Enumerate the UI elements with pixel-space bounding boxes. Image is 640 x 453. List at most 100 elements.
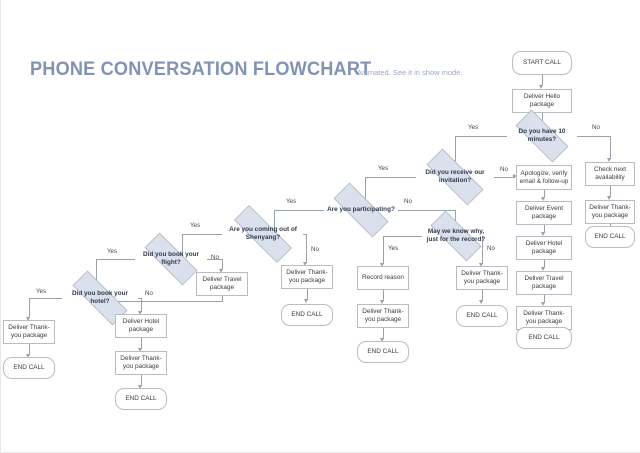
arrow-hotel-yes (26, 317, 31, 321)
decision-ten-minutes[interactable]: Do you have 10 minutes? (505, 109, 579, 163)
edge-travel-left-back (96, 301, 222, 302)
node-deliver-hotel-left[interactable]: Deliver Hotel package (115, 314, 167, 338)
edge-flight-no-v (222, 259, 223, 270)
page-subtitle: Animated. See it in show mode. (357, 68, 463, 77)
edge-check-to-thanks (610, 186, 611, 197)
edge-label-flight-yes: Yes (107, 248, 118, 255)
edge-tenmin-yes-v (455, 136, 456, 161)
arrow-shen-no (303, 262, 308, 266)
edge-hotel-yes-h (29, 298, 62, 299)
decision-invitation[interactable]: Did you receive our invitation? (414, 148, 496, 206)
node-apologize[interactable]: Apologize, verify email & follow-up (516, 165, 572, 190)
arrow-hotel-to-travel (541, 267, 546, 271)
edge-tenmin-no-v (610, 136, 611, 159)
edge-record-to-thanks (383, 290, 384, 301)
node-deliver-hello[interactable]: Deliver Hello package (512, 89, 572, 113)
edge-start-to-hello (542, 75, 543, 86)
edge-hello-to-tenmin (542, 113, 543, 121)
arrow-thanksrec-to-end (380, 338, 385, 342)
edge-flight-no-h (207, 259, 223, 260)
node-end-call-record[interactable]: END CALL (357, 341, 409, 363)
arrow-apol-to-event (541, 197, 546, 201)
node-thanks-left[interactable]: Deliver Thank-you package (3, 320, 55, 344)
node-start-call[interactable]: START CALL (512, 51, 572, 75)
decision-participating[interactable]: Are you participating? (322, 182, 400, 238)
edge-know-yes-v (383, 236, 384, 264)
edge-know-yes-h (383, 236, 422, 237)
edge-label-shen-no: No (311, 246, 319, 253)
edge-label-ten-no: No (592, 124, 600, 131)
edge-thanksno-to-end (482, 290, 483, 301)
edge-tenmin-yes-h (455, 136, 507, 137)
decision-flight[interactable]: Did you book your flight? (133, 232, 209, 286)
node-end-call-shenyang[interactable]: END CALL (281, 304, 333, 326)
edge-part-no-h (398, 210, 456, 211)
edge-know-no-v (482, 236, 483, 264)
edge-inv-no-h (494, 177, 515, 178)
edge-thanksshen-to-end (307, 289, 308, 300)
node-thanks-norecord[interactable]: Deliver Thank-you package (456, 266, 508, 290)
arrow-event-to-hotel (541, 232, 546, 236)
edge-shen-no-h (303, 234, 307, 235)
decision-hotel[interactable]: Did you book your hotel? (60, 270, 140, 326)
edge-hotel-yes-v (29, 298, 30, 318)
edge-label-shen-yes: Yes (190, 222, 201, 229)
edge-label-hotel-yes: Yes (36, 288, 47, 295)
decision-ten-minutes-label: Do you have 10 minutes? (518, 128, 566, 143)
edge-part-no-v (455, 210, 456, 221)
node-thanks-hotel-left[interactable]: Deliver Thank-you package (115, 351, 167, 375)
edge-event-to-hotel (544, 225, 545, 233)
edge-flight-yes-v (96, 259, 97, 283)
decision-may-we-know[interactable]: May we know why, just for the record? (420, 210, 492, 262)
decision-may-we-know-label: May we know why, just for the record? (426, 228, 486, 243)
arrow-hotelleft-to-thanks (138, 348, 143, 352)
edge-tenmin-no-h (577, 136, 611, 137)
arrow-travel-to-thanks (541, 302, 546, 306)
node-end-call-left[interactable]: END CALL (3, 357, 55, 379)
arrow-start-to-hello (539, 85, 544, 89)
edge-thanksleft-to-end (29, 344, 30, 355)
edge-inv-yes-h (365, 177, 416, 178)
decision-hotel-label: Did you book your hotel? (71, 290, 129, 305)
edge-inv-yes-v (365, 177, 366, 201)
node-end-call-hotel-left[interactable]: END CALL (115, 388, 167, 410)
edge-shen-yes-v (182, 234, 183, 256)
node-thanks-record[interactable]: Deliver Thank-you package (357, 304, 409, 328)
decision-shenyang-label: Are you coming out of Shenyang? (229, 226, 297, 241)
node-end-call-norecord[interactable]: END CALL (456, 305, 508, 327)
node-deliver-event[interactable]: Deliver Event package (516, 201, 572, 225)
edge-label-flight-no: No (211, 254, 219, 261)
edge-thankshotel-to-end (141, 375, 142, 386)
edge-label-know-yes: Yes (388, 245, 399, 252)
arrow-hotel-no (138, 311, 143, 315)
node-deliver-travel-right[interactable]: Deliver Travel package (516, 271, 572, 295)
node-thanks-shenyang[interactable]: Deliver Thank-you package (281, 265, 333, 289)
decision-flight-label: Did you book your flight? (142, 251, 200, 266)
edge-hotelleft-to-thanks (141, 338, 142, 349)
arrow-know-no (479, 263, 484, 267)
edge-shen-no-v (306, 234, 307, 263)
node-deliver-hotel-right[interactable]: Deliver Hotel package (516, 236, 572, 260)
node-check-next-availability[interactable]: Check next availability (585, 162, 635, 186)
edge-label-inv-no: No (500, 166, 508, 173)
edge-travel-to-thanks (544, 295, 545, 303)
node-end-call-apologize[interactable]: END CALL (516, 327, 572, 349)
arrow-check-to-thanks (607, 196, 612, 200)
node-deliver-travel-left[interactable]: Deliver Travel package (196, 272, 248, 296)
edge-part-yes-v (274, 210, 275, 233)
edge-part-yes-h (274, 210, 324, 211)
decision-shenyang[interactable]: Are you coming out of Shenyang? (220, 205, 306, 263)
node-end-call-right[interactable]: END CALL (585, 226, 635, 248)
edge-label-ten-yes: Yes (468, 124, 479, 131)
arrow-thanksno-to-end (479, 300, 484, 304)
edge-hotel-no-h (138, 298, 142, 299)
edge-label-know-no: No (487, 245, 495, 252)
node-thanks-right[interactable]: Deliver Thank-you package (585, 200, 635, 224)
node-record-reason[interactable]: Record reason (357, 266, 409, 290)
page-title: PHONE CONVERSATION FLOWCHART (30, 58, 372, 80)
arrow-inv-no (513, 174, 517, 179)
edge-label-hotel-no: No (145, 290, 153, 297)
arrow-flight-no (219, 269, 224, 273)
decision-invitation-label: Did you receive our invitation? (425, 169, 485, 184)
